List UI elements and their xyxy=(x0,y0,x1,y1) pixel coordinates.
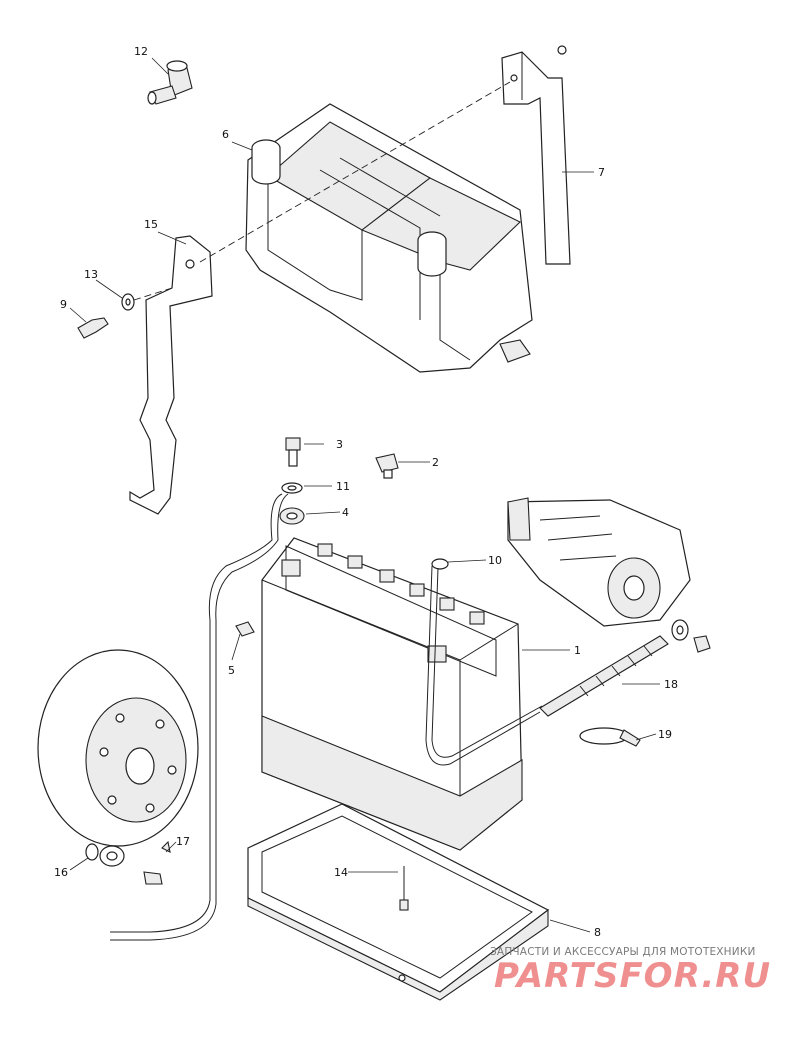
callout-6: 6 xyxy=(222,128,229,141)
nut-4-part xyxy=(279,507,305,525)
callout-19: 19 xyxy=(658,728,672,741)
callout-5: 5 xyxy=(228,664,235,677)
starter-motor xyxy=(507,497,691,627)
bracket-left-part xyxy=(129,235,213,515)
bolt-9-part xyxy=(77,317,109,339)
callout-18: 18 xyxy=(664,678,678,691)
callout-4: 4 xyxy=(342,506,349,519)
watermark: ЗАПЧАСТИ И АКСЕССУАРЫ ДЛЯ МОТОТЕХНИКИ PA… xyxy=(490,946,771,996)
ring-terminal-16 xyxy=(85,843,125,867)
callout-7: 7 xyxy=(598,166,605,179)
bracket-right-part xyxy=(501,45,571,265)
battery-tray-8 xyxy=(247,803,550,1001)
callout-2: 2 xyxy=(432,456,439,469)
assembly-line-cover-bracket xyxy=(199,81,511,263)
callout-15: 15 xyxy=(144,218,158,231)
battery-part xyxy=(261,537,523,851)
callout-16: 16 xyxy=(54,866,68,879)
magneto-flywheel xyxy=(37,649,199,847)
washer-11-part xyxy=(281,482,303,494)
callout-17: 17 xyxy=(176,835,190,848)
callout-9: 9 xyxy=(60,298,67,311)
cable-tie-19 xyxy=(579,727,641,747)
vent-elbow-part xyxy=(147,60,193,105)
rivet-14 xyxy=(399,866,409,911)
screw-17 xyxy=(143,840,171,885)
callout-3: 3 xyxy=(336,438,343,451)
starter-cable-18 xyxy=(539,619,711,717)
bolt-3-part xyxy=(285,437,301,467)
callout-14: 14 xyxy=(334,866,348,879)
callout-11: 11 xyxy=(336,480,350,493)
battery-caps xyxy=(317,543,485,625)
callout-12: 12 xyxy=(134,45,148,58)
watermark-brand: PARTSFOR.RU xyxy=(494,956,771,996)
leader-lines xyxy=(69,57,660,933)
washer-13-part xyxy=(121,293,135,311)
negative-cable xyxy=(110,493,289,941)
callout-10: 10 xyxy=(488,554,502,567)
callout-8: 8 xyxy=(594,926,601,939)
watermark-tagline: ЗАПЧАСТИ И АКСЕССУАРЫ ДЛЯ МОТОТЕХНИКИ xyxy=(490,946,756,958)
battery-cover-part xyxy=(245,103,533,373)
positive-cable-10 xyxy=(425,558,543,766)
callout-13: 13 xyxy=(84,268,98,281)
nut-5-part xyxy=(235,621,255,637)
callout-labels: 12 6 7 15 13 9 3 2 11 4 10 5 1 18 19 17 … xyxy=(54,45,678,939)
callout-1: 1 xyxy=(574,644,581,657)
assembly-line-washer xyxy=(133,287,173,301)
terminal-bolt-2-part xyxy=(375,453,399,479)
